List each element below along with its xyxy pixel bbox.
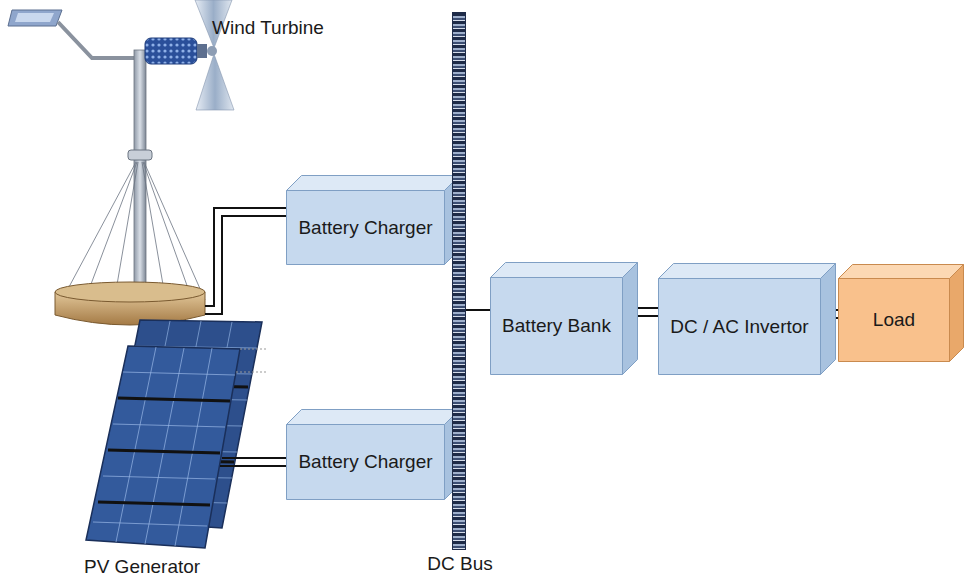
pv-label: PV Generator [84,556,200,578]
box-label: Load [867,309,921,331]
box-label: DC / AC Invertor [664,316,814,338]
box-face [839,279,950,362]
box-face [659,264,836,279]
box-label: Battery Charger [292,451,438,473]
box-face [287,425,445,500]
turbine-label: Wind Turbine [212,17,324,39]
box-face [821,264,836,375]
battery-box: Battery Bank [490,277,623,375]
box-face [287,191,445,265]
box-label: Battery Charger [292,217,438,239]
box-label: Battery Bank [496,315,617,337]
cable-connector [466,310,490,311]
box-face [491,263,638,278]
box-face [287,176,460,191]
turbine-cable [205,208,286,314]
box-face [950,265,964,362]
inverter-box: DC / AC Invertor [658,278,821,375]
charger-box: Battery Charger [286,424,445,500]
box-face [659,279,821,375]
charger-box: Battery Charger [286,190,445,265]
cable-line [466,309,490,311]
load-box: Load [838,278,950,362]
box-face [839,265,964,279]
box-face [287,410,460,425]
dc-bus: DC Bus [452,12,466,550]
box-face [623,263,638,375]
pv-cable [220,458,286,466]
box-face [491,278,623,375]
pv-panels [86,320,268,548]
bus-label: DC Bus [427,553,492,575]
wind-turbine [8,0,234,325]
